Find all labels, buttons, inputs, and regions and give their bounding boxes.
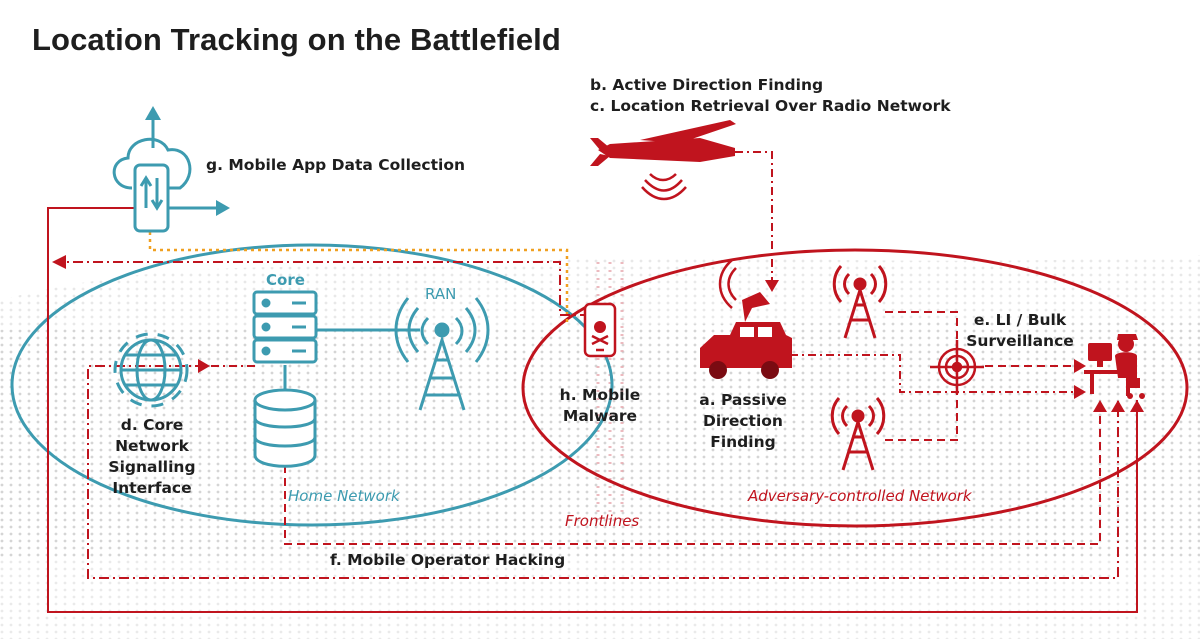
passive-df-line-1: a. Passive (699, 391, 787, 409)
home-network-label: Home Network (288, 487, 400, 505)
app-to-malware-line (148, 232, 569, 322)
adversary-tower-top-icon (832, 264, 888, 339)
drone-icon (590, 120, 736, 201)
li-bulk-line-1: e. LI / Bulk (973, 311, 1067, 329)
cloud-phone-icon (112, 106, 230, 233)
adversary-network-label: Adversary-controlled Network (748, 487, 972, 505)
malware-phone-icon (583, 302, 617, 358)
mobile-malware-label: h. Mobile Malware (550, 385, 650, 427)
mobile-malware-line-2: Malware (562, 407, 638, 425)
operator-hacking-line-inner (284, 400, 1101, 545)
mobile-malware-line-1: h. Mobile (559, 386, 641, 404)
database-icon (253, 388, 317, 468)
home-network-ellipse (10, 243, 614, 527)
active-direction-finding-label: b. Active Direction Finding (590, 76, 824, 94)
tower-top-to-target-line (885, 311, 958, 345)
frontlines-band (596, 262, 624, 520)
core-network-line-1: d. Core (120, 416, 184, 434)
core-label: Core (266, 271, 305, 289)
tower-bottom-to-target-line (885, 390, 958, 441)
core-network-line-4: Interface (112, 479, 192, 497)
drone-to-vehicle-line (735, 151, 773, 288)
adversary-network-ellipse (521, 248, 1189, 528)
globe-icon (113, 332, 189, 408)
operator-hacking-label: f. Mobile Operator Hacking (330, 551, 566, 569)
vehicle-icon (700, 259, 792, 379)
ran-tower-icon (394, 297, 490, 411)
mobile-app-data-label: g. Mobile App Data Collection (206, 156, 466, 174)
li-bulk-surveillance-label: e. LI / Bulk Surveillance (960, 310, 1080, 352)
adversary-tower-bottom-icon (830, 396, 886, 471)
operator-hacking-line-outer (87, 365, 1119, 579)
ran-label: RAN (425, 285, 457, 303)
page-title: Location Tracking on the Battlefield (32, 22, 561, 57)
li-bulk-line-2: Surveillance (966, 332, 1074, 350)
passive-df-line-2: Direction Finding (703, 412, 783, 451)
core-network-line-3: Signalling (108, 458, 196, 476)
location-retrieval-label: c. Location Retrieval Over Radio Network (590, 97, 951, 115)
app-data-loop-line (47, 207, 1138, 613)
malware-to-left-line (65, 261, 590, 316)
server-icon (252, 290, 318, 364)
frontlines-label: Frontlines (565, 512, 640, 530)
vehicle-to-target-line (790, 354, 1080, 393)
passive-direction-finding-label: a. Passive Direction Finding (668, 390, 818, 453)
target-icon (930, 340, 984, 394)
core-network-line-2: Network (115, 437, 189, 455)
core-network-signalling-label: d. Core Network Signalling Interface (102, 415, 202, 499)
surveillance-operator-icon (1084, 334, 1145, 399)
